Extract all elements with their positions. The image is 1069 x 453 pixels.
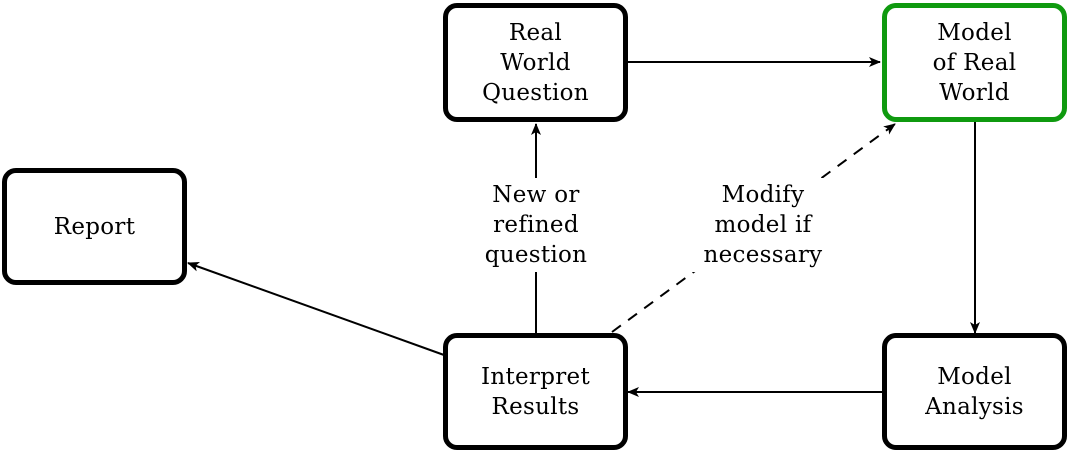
node-real-world-question-label: Real World Question	[482, 19, 589, 106]
node-model-analysis: Model Analysis	[882, 333, 1067, 450]
edge-label-new-question: New or refined question	[473, 178, 599, 272]
node-report-label: Report	[53, 213, 136, 240]
node-interpret-results-label: Interpret Results	[480, 363, 591, 420]
node-real-world-question: Real World Question	[443, 3, 628, 122]
node-model-analysis-label: Model Analysis	[925, 363, 1024, 420]
edge-interpret-to-report	[187, 262, 445, 356]
node-report: Report	[2, 168, 187, 285]
node-interpret-results: Interpret Results	[443, 333, 628, 450]
node-model-of-real-world-label: Model of Real World	[932, 19, 1017, 106]
edge-label-modify-model: Modify model if necessary	[690, 178, 836, 272]
node-model-of-real-world: Model of Real World	[882, 3, 1067, 122]
